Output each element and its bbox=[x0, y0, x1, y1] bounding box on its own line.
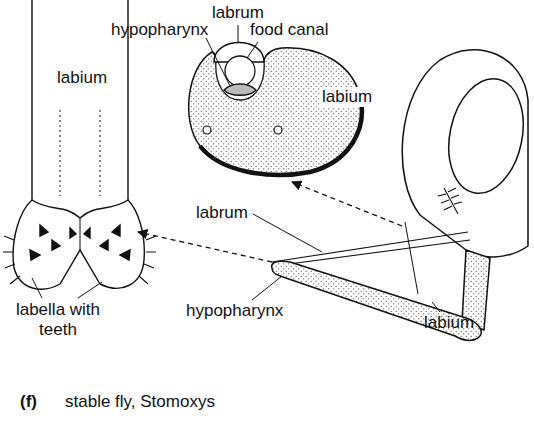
labella-view-part bbox=[31, 0, 32, 202]
leader-lines-part bbox=[238, 25, 239, 42]
figure-letter: (f) bbox=[20, 392, 37, 412]
cross-section-part bbox=[203, 126, 211, 134]
head-side-view-part bbox=[272, 232, 468, 262]
part-label: labrum bbox=[196, 203, 248, 223]
cross-section bbox=[189, 43, 362, 175]
labella-view bbox=[3, 0, 156, 289]
head-side-view-part bbox=[439, 72, 534, 200]
labella-view-part bbox=[80, 218, 81, 250]
leader-lines-part bbox=[432, 302, 440, 312]
cross-section-part bbox=[200, 96, 362, 175]
part-label: hypopharynx bbox=[111, 20, 208, 40]
figure-caption: stable fly, Stomoxys bbox=[65, 392, 215, 412]
part-label: labium bbox=[55, 68, 109, 88]
cross-section-part bbox=[225, 56, 255, 86]
labella-view-part bbox=[60, 110, 61, 196]
view-pointers-part bbox=[138, 232, 272, 262]
head-side-view-part bbox=[274, 240, 470, 266]
head-side-view-part bbox=[272, 261, 482, 340]
part-label: food canal bbox=[250, 20, 328, 40]
leader-lines-part bbox=[32, 278, 42, 298]
head-side-view-part bbox=[405, 222, 418, 294]
labella-view-part bbox=[100, 110, 101, 196]
part-label: labium bbox=[424, 313, 474, 333]
part-label: labella with teeth bbox=[6, 300, 110, 340]
labella-view-part bbox=[3, 236, 156, 284]
view-pointers bbox=[138, 182, 402, 262]
head-side-view bbox=[272, 50, 534, 341]
leader-lines-part bbox=[247, 42, 258, 58]
part-label: hypopharynx bbox=[186, 301, 283, 321]
cross-section-part bbox=[274, 126, 282, 134]
leader-lines bbox=[32, 25, 440, 312]
leader-lines-part bbox=[206, 38, 230, 86]
labella-view-part bbox=[13, 200, 144, 289]
labella-view-part bbox=[30, 225, 130, 260]
cross-section-part bbox=[189, 48, 362, 175]
leader-lines-part bbox=[252, 276, 282, 300]
cross-section-part bbox=[224, 84, 256, 95]
view-pointers-part bbox=[292, 182, 402, 226]
head-side-view-part bbox=[438, 188, 462, 214]
part-label: labium bbox=[320, 87, 374, 107]
leader-lines-part bbox=[78, 282, 102, 298]
leader-lines-part bbox=[253, 214, 322, 252]
